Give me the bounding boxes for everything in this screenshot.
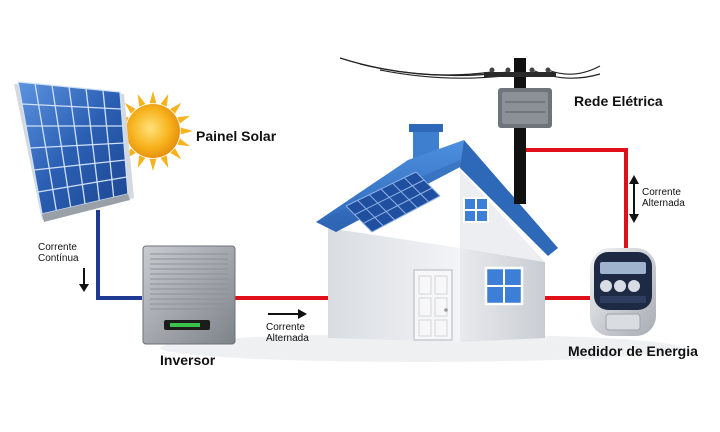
dc-current-label: Corrente Contínua — [38, 242, 79, 264]
ac-current-inverter-line-1: Corrente — [266, 322, 305, 333]
ac-wire-pole-meter — [522, 148, 628, 248]
dc-current-line-2: Contínua — [38, 253, 79, 264]
arrow-up-down-icon — [629, 175, 639, 223]
ac-current-grid-label: Corrente Alternada — [642, 187, 685, 209]
ac-current-grid-line-1: Corrente — [642, 187, 681, 198]
inverter-icon — [142, 245, 236, 345]
ground-shadow — [160, 334, 680, 362]
arrow-right-icon — [268, 309, 307, 319]
energy-meter-icon — [590, 248, 656, 336]
dc-wire — [96, 210, 142, 300]
arrow-down-icon — [79, 268, 89, 292]
house-icon — [316, 124, 558, 342]
ac-current-grid-line-2: Alternada — [642, 198, 685, 209]
ac-current-inverter-line-2: Alternada — [266, 333, 309, 344]
ac-current-inverter-label: Corrente Alternada — [266, 322, 309, 344]
utility-pole-icon — [339, 57, 601, 204]
solar-panel-icon — [14, 81, 134, 222]
inverter-label: Inversor — [160, 352, 216, 368]
grid-label: Rede Elétrica — [574, 93, 663, 109]
dc-current-line-1: Corrente — [38, 242, 77, 253]
meter-label: Medidor de Energia — [568, 343, 698, 359]
solar-panel-label: Painel Solar — [196, 128, 277, 144]
